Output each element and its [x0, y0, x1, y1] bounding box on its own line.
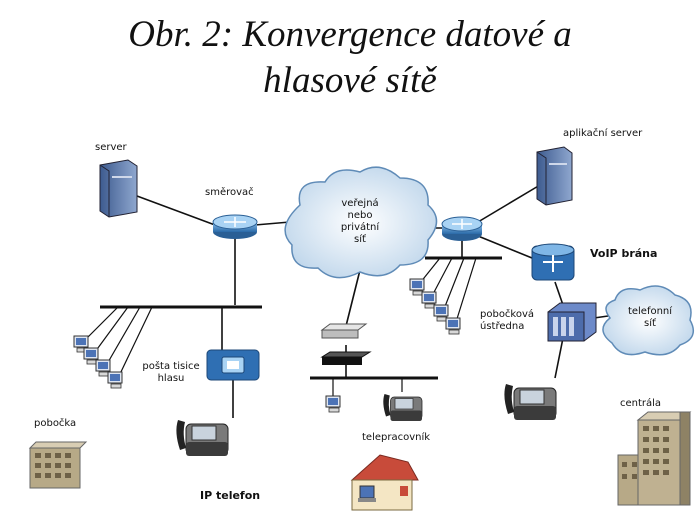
title-line-2: hlasové sítě [263, 60, 437, 101]
voip-gateway-icon [531, 243, 575, 281]
diagram-title: Obr. 2: Konvergence datové a hlasové sít… [0, 12, 700, 104]
hq-phone-icon [503, 383, 557, 421]
server-label: server [95, 142, 127, 153]
server-router-link [136, 195, 216, 226]
hq-building-icon [617, 411, 692, 506]
hq-label: centrála [620, 398, 662, 409]
router-appserver-link [477, 184, 541, 223]
title-line-1: Obr. 2: Konvergence datové a [128, 14, 572, 55]
teleworker-label: telepracovník [362, 432, 431, 443]
pc-group-left [73, 335, 123, 389]
cloud-label-line-2: nebo [347, 210, 373, 221]
voip-gateway-label: VoIP brána [590, 247, 658, 260]
router-left-label: směrovač [205, 187, 254, 198]
pc-icon [445, 317, 461, 335]
cloud-label-line-4: síť [354, 234, 366, 245]
router-cloud-link [254, 221, 291, 226]
house-icon [350, 454, 419, 511]
ip-phone-icon [175, 419, 229, 457]
router-right-icon [441, 216, 483, 241]
cloud-label-line-1: veřejná [341, 198, 379, 209]
cloud-label: veřejná nebo privátní síť [320, 198, 400, 246]
phone-network-cloud-icon [602, 285, 695, 356]
voip-pbx-link [554, 281, 564, 306]
pbx-label-line-1: pobočková [480, 309, 535, 320]
pc-icon [107, 371, 123, 389]
switch-icon [320, 351, 372, 365]
cloud-icon [284, 166, 438, 279]
teleworker-pc-icon [325, 395, 341, 413]
pbx-phone-link [554, 337, 564, 379]
cloud-teleworker-link [344, 269, 361, 331]
server-icon [99, 159, 138, 218]
pbx-label: pobočková ústředna [480, 309, 534, 333]
connections [136, 184, 609, 418]
voice-gateway-label-line-2: hlasu [157, 373, 185, 384]
app-server-icon [536, 146, 573, 206]
voice-gateway-label: pošta tisice hlasu [136, 361, 206, 385]
branch-building-icon [28, 441, 88, 489]
voice-gateway-icon [206, 349, 260, 381]
app-server-label: aplikační server [563, 128, 643, 139]
cloud-label-line-3: privátní [340, 222, 380, 233]
modem-icon [320, 323, 368, 339]
phone-network-label: telefonní síť [617, 306, 683, 330]
phone-network-label-line-2: síť [644, 318, 656, 329]
branch-label: pobočka [34, 418, 77, 429]
ip-phone-label: IP telefon [200, 489, 261, 502]
pbx-icon [547, 302, 597, 342]
phone-network-label-line-1: telefonní [627, 306, 673, 317]
router-left-icon [212, 214, 258, 239]
router-voip-link [477, 235, 533, 259]
pbx-label-line-2: ústředna [480, 321, 525, 332]
voice-gateway-label-line-1: pošta tisice [142, 361, 200, 372]
teleworker-phone-icon [382, 393, 423, 422]
